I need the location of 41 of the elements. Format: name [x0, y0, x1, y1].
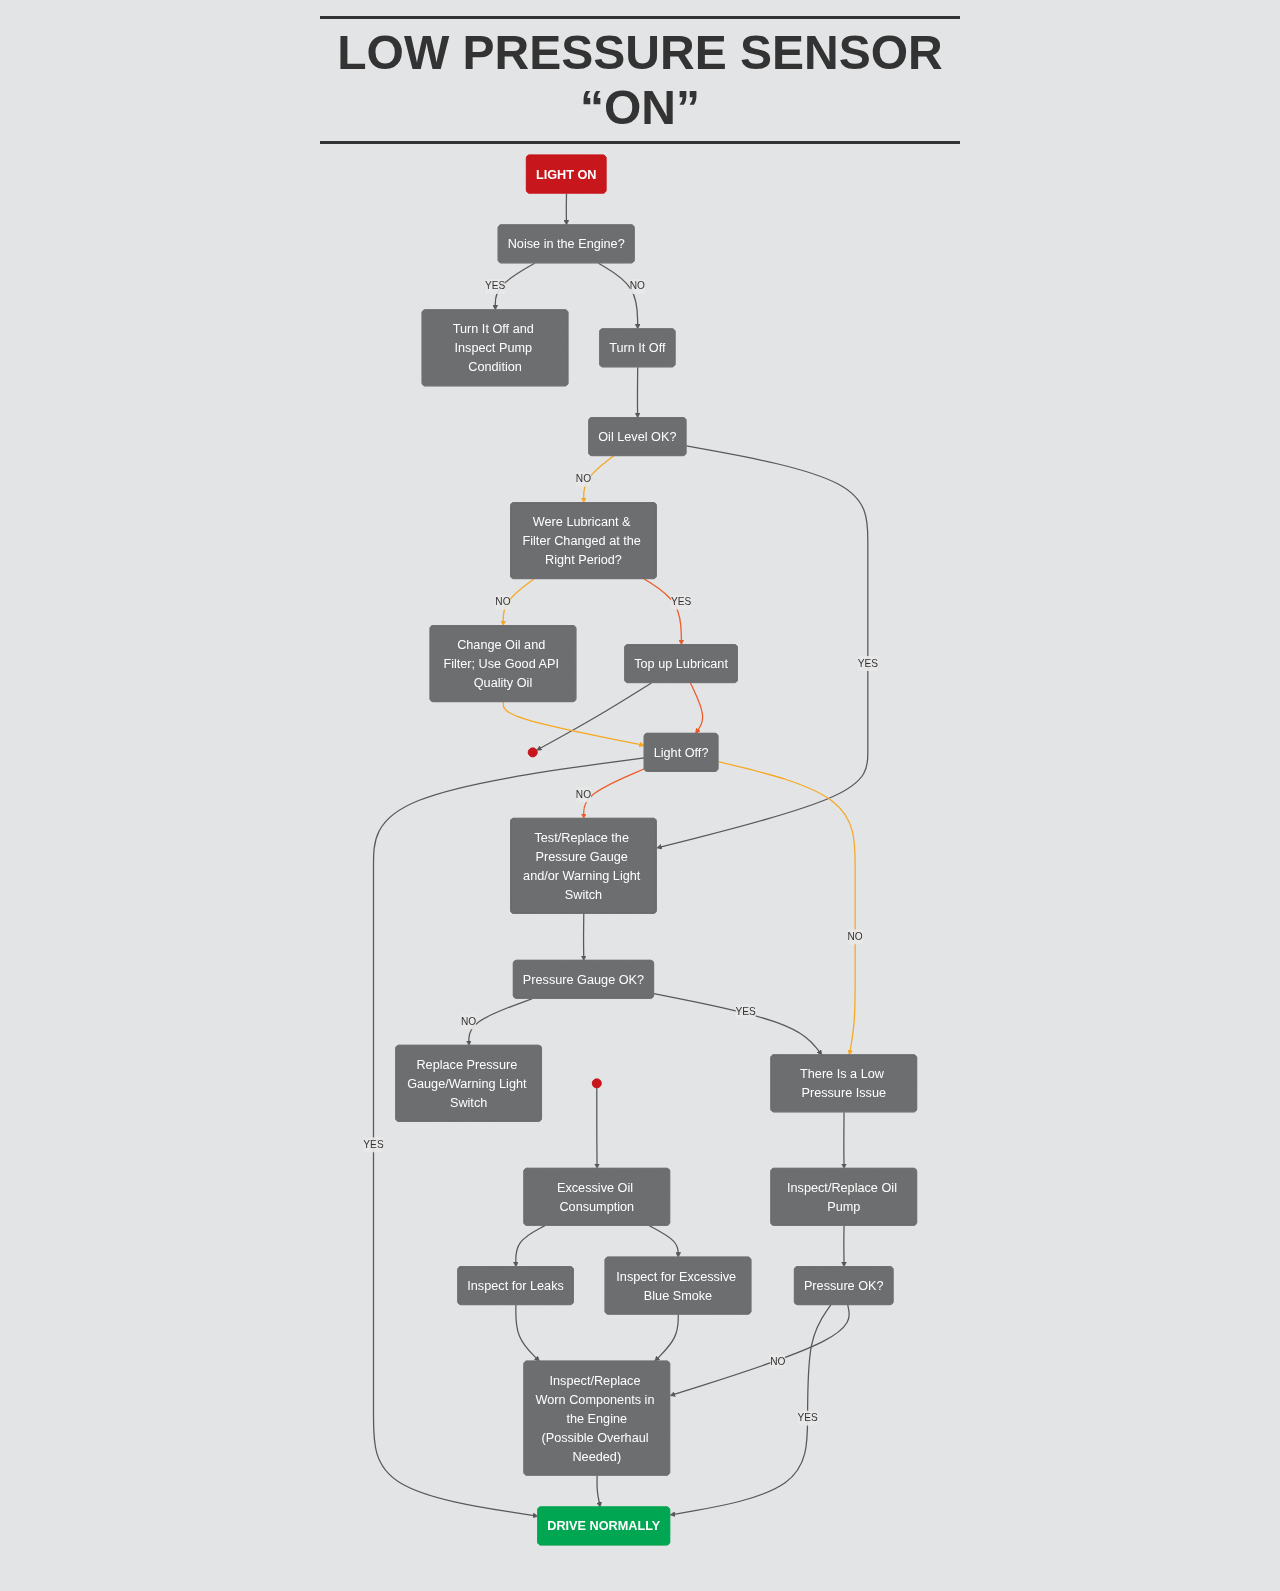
arrow [502, 701, 645, 748]
arrow [515, 1304, 540, 1362]
arrow [500, 578, 535, 627]
arrow [648, 1225, 681, 1258]
arrow [563, 192, 570, 226]
arrow [689, 682, 704, 734]
title: LOW PRESSURE SENSOR “ON” [320, 16, 960, 144]
edge-label: YES [797, 1412, 818, 1424]
edge-label: YES [735, 1006, 756, 1017]
arrow [594, 1087, 600, 1169]
edge-label: NO [461, 1016, 477, 1027]
edge-label: NO [847, 931, 863, 942]
arrow [654, 1313, 679, 1362]
arrow [597, 262, 641, 330]
arrow [656, 445, 869, 850]
arrow [466, 998, 533, 1046]
arrow [634, 366, 641, 419]
arrow [669, 1304, 850, 1397]
arrow [536, 682, 653, 751]
edge-label: NO [575, 473, 592, 485]
arrow [596, 1474, 602, 1508]
arrow [580, 768, 646, 819]
arrow [717, 761, 856, 1056]
arrow [580, 913, 587, 961]
edge-label: YES [484, 280, 506, 292]
edge-label: NO [629, 280, 645, 292]
edge-label: YES [670, 596, 692, 608]
arrow [841, 1225, 847, 1268]
arrow [669, 1304, 832, 1517]
edge-label: NO [495, 596, 511, 608]
arrow [372, 757, 646, 1519]
arrow [513, 1225, 546, 1268]
arrow [643, 578, 685, 646]
arrow [653, 993, 823, 1056]
edge-label: YES [857, 657, 878, 669]
edge-label: NO [770, 1355, 786, 1367]
edge-label: NO [575, 789, 592, 800]
arrow [492, 262, 536, 311]
arrow [841, 1111, 847, 1169]
edge-label: YES [363, 1139, 384, 1150]
arrow [580, 455, 615, 504]
